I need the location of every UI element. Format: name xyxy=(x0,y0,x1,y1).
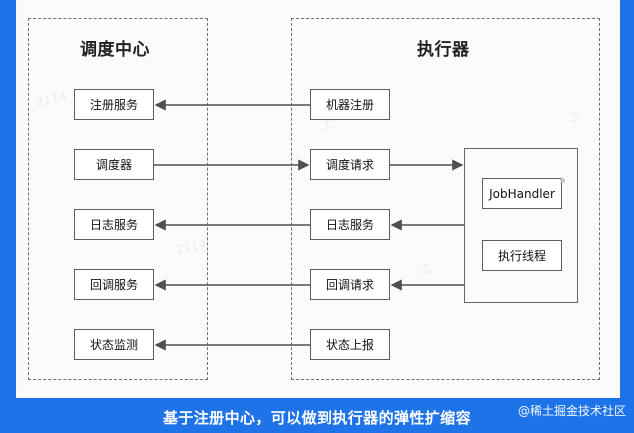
scheduler-box: 调度器 xyxy=(74,149,154,180)
diagram-caption: 基于注册中心，可以做到执行器的弹性扩缩容 xyxy=(162,409,471,427)
schedule-request-box: 调度请求 xyxy=(310,149,390,180)
callback-service-box: 回调服务 xyxy=(74,269,154,300)
scheduler-panel xyxy=(28,18,208,380)
executor-thread-box: 执行线程 xyxy=(482,240,562,271)
status-monitor-box: 状态监测 xyxy=(74,329,154,360)
callback-request-box: 回调请求 xyxy=(310,269,390,300)
scheduler-panel-title: 调度中心 xyxy=(80,40,150,60)
machine-register-box: 机器注册 xyxy=(310,89,390,120)
register-service-box: 注册服务 xyxy=(74,89,154,120)
executor-panel xyxy=(291,18,600,380)
brand-label: @稀土掘金技术社区 xyxy=(517,404,626,418)
jobhandler-box: JobHandler xyxy=(482,178,562,209)
executor-panel-title: 执行器 xyxy=(417,40,470,60)
log-service-right-box: 日志服务 xyxy=(310,209,390,240)
decorative-dot xyxy=(560,178,565,183)
executor-group-box xyxy=(464,148,578,303)
status-report-box: 状态上报 xyxy=(310,329,390,360)
log-service-left-box: 日志服务 xyxy=(74,209,154,240)
